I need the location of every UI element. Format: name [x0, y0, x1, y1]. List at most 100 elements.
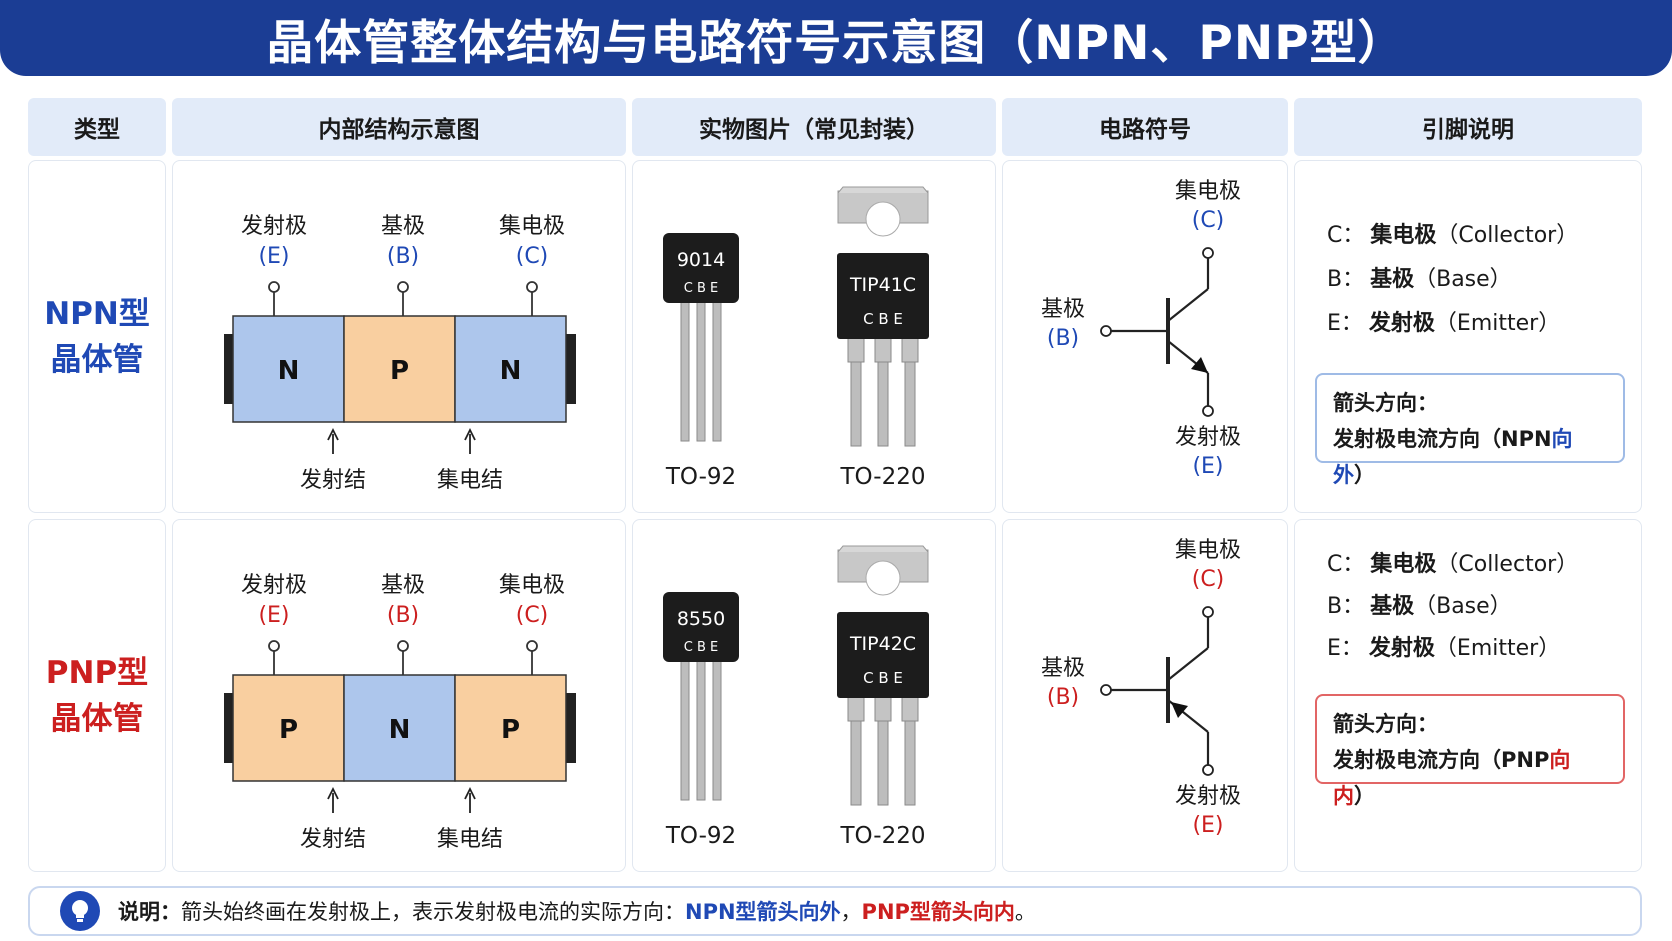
symbol-cell: 集电极(C)基极(B)发射极(E)	[1002, 519, 1288, 872]
pin-name: 集电极	[1370, 552, 1437, 577]
footer-label: 说明：	[118, 900, 181, 924]
region-letter: P	[279, 715, 298, 745]
pin-desc-line: E：发射极（Emitter）	[1327, 305, 1560, 337]
to92-marking: 8550	[677, 608, 725, 630]
symbol-collector-label: 集电极	[1175, 538, 1241, 563]
semiconductor-region	[454, 674, 567, 782]
terminal-name: 发射极	[241, 214, 307, 239]
end-cap-left	[224, 693, 234, 763]
pin-desc-line: C：集电极（Collector）	[1327, 217, 1578, 249]
terminal-name: 集电极	[499, 573, 565, 598]
footer-end: 。	[1014, 900, 1036, 924]
symbol-collector-label: 集电极	[1175, 179, 1241, 204]
emitter-terminal	[1202, 764, 1214, 776]
collector-terminal	[1202, 247, 1214, 259]
to220-tab-edge	[837, 186, 929, 194]
footer-text: 箭头始终画在发射极上，表示发射极电流的实际方向：	[181, 900, 685, 924]
to220-lead-shoulder	[874, 694, 892, 722]
terminal-dot	[268, 281, 280, 293]
end-cap-right	[566, 693, 576, 763]
to220-pin-labels: C B E	[863, 669, 903, 687]
pin-english: （Emitter）	[1434, 311, 1561, 336]
to92-lead	[712, 659, 722, 801]
junction-arrowhead	[327, 427, 339, 441]
semiconductor-region	[232, 315, 345, 423]
to220-lead-shoulder	[847, 335, 865, 363]
junction-label: 集电结	[437, 468, 503, 493]
collector-diagonal	[1167, 288, 1209, 322]
pins-cell: C：集电极（Collector） B：基极（Base） E：发射极（Emitter）…	[1294, 160, 1642, 513]
pin-key: C：	[1327, 552, 1365, 577]
arrow-note-title: 箭头方向：	[1333, 712, 1438, 736]
header-type: 类型	[28, 98, 166, 156]
collector-terminal	[1202, 606, 1214, 618]
pin-key: C：	[1327, 223, 1365, 248]
terminal-code: (E)	[258, 244, 289, 269]
header-packages: 实物图片（常见封装）	[632, 98, 996, 156]
emitter-arrow-out	[1191, 357, 1208, 373]
to220-caption: TO-220	[840, 464, 926, 490]
symbol-base-label: 基极	[1041, 656, 1085, 681]
arrow-direction-note: 箭头方向：发射极电流方向（NPN向外）	[1315, 373, 1625, 487]
symbol-collector-code: (C)	[1192, 208, 1225, 233]
pin-name: 集电极	[1370, 223, 1437, 248]
terminal-name: 基极	[381, 573, 425, 598]
symbol-base-code: (B)	[1047, 685, 1079, 710]
to220-lead-shoulder	[901, 335, 919, 363]
to220-marking: TIP42C	[849, 633, 916, 655]
to220-lead-shoulder	[901, 694, 919, 722]
terminal-dot	[397, 281, 409, 293]
pin-desc-line: E：发射极（Emitter）	[1327, 630, 1560, 662]
transistor-symbol: 集电极(C)基极(B)发射极(E)	[1041, 179, 1241, 479]
to220-lead-shoulder	[874, 335, 892, 363]
base-terminal	[1100, 684, 1112, 696]
emitter-arrow-in	[1171, 702, 1188, 718]
to92-body	[663, 233, 739, 303]
junction-arrowhead	[464, 427, 476, 441]
collector-diagonal	[1167, 647, 1209, 681]
pin-key: B：	[1327, 267, 1365, 292]
to92-lead	[696, 300, 706, 442]
header-pins: 引脚说明	[1294, 98, 1642, 156]
symbol-cell: 集电极(C)基极(B)发射极(E)	[1002, 160, 1288, 513]
terminal-code: (C)	[516, 244, 549, 269]
terminal-dot	[397, 640, 409, 652]
to92-lead	[680, 659, 690, 801]
pin-name: 发射极	[1368, 311, 1435, 336]
to92-lead	[712, 300, 722, 442]
arrow-note-highlight: 向外	[1333, 427, 1573, 487]
pin-desc-line: B：基极（Base）	[1327, 588, 1512, 620]
pin-english: （Collector）	[1436, 223, 1579, 248]
footer-npn: NPN型箭头向外	[685, 900, 841, 924]
to220-pin-labels: C B E	[863, 310, 903, 328]
semiconductor-region	[232, 674, 345, 782]
end-cap-left	[224, 334, 234, 404]
header-structure: 内部结构示意图	[172, 98, 626, 156]
end-cap-right	[566, 334, 576, 404]
pin-english: （Emitter）	[1434, 636, 1561, 661]
symbol-emitter-code: (E)	[1192, 813, 1223, 838]
arrow-note-prefix: 发射极电流方向（NPN	[1333, 427, 1552, 451]
semiconductor-region	[343, 674, 456, 782]
junction-arrowhead	[464, 786, 476, 800]
type-cell: NPN型晶体管	[28, 160, 166, 513]
junction-arrowhead	[327, 786, 339, 800]
to92-marking: 9014	[677, 249, 725, 271]
to220-tab-edge	[837, 545, 929, 553]
terminal-name: 集电极	[499, 214, 565, 239]
pin-english: （Base）	[1414, 267, 1512, 292]
type-label-line1: PNP型	[45, 655, 149, 691]
junction-label: 发射结	[300, 827, 366, 852]
to220-mount-hole	[865, 201, 901, 237]
to220-marking: TIP41C	[849, 274, 916, 296]
pin-key: E：	[1327, 311, 1363, 336]
arrow-note-line: 发射极电流方向（PNP向内）	[1333, 742, 1607, 814]
pin-english: （Base）	[1414, 594, 1512, 619]
pin-desc-line: B：基极（Base）	[1327, 261, 1512, 293]
base-terminal	[1100, 325, 1112, 337]
